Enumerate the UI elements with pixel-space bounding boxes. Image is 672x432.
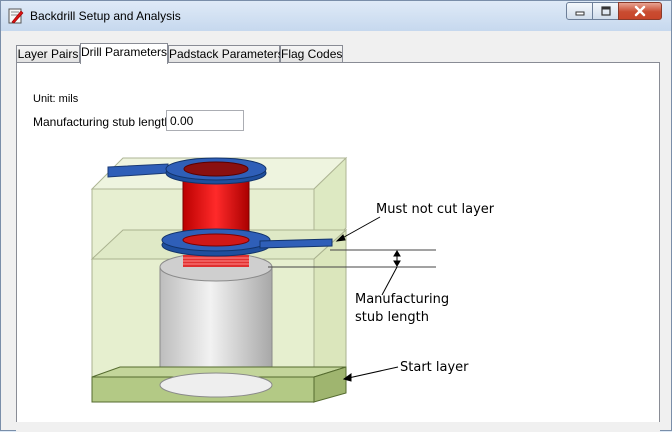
tab-padstack-parameters[interactable]: Padstack Parameters [168,45,284,63]
minimize-button[interactable] [566,2,593,20]
maximize-button[interactable] [592,2,619,20]
start-layer-label: Start layer [400,360,469,375]
tab-layer-pairs[interactable]: Layer Pairs [16,45,80,63]
title-bar[interactable]: Backdrill Setup and Analysis [1,1,671,31]
stub-length-label: Manufacturing stub length: [33,115,175,129]
drill-bottom-hole [159,372,273,398]
inner-pad [161,228,333,257]
stub-segment [183,255,249,267]
tab-drill-parameters[interactable]: Drill Parameters [80,43,168,64]
close-button[interactable] [618,2,662,20]
maximize-icon [600,6,611,16]
stub-length-callout-line2: stub length [355,310,429,325]
must-not-cut-label: Must not cut layer [376,202,494,217]
drill-parameters-panel: Unit: mils Manufacturing stub length: [16,62,660,432]
backdrill-app-icon [8,8,24,24]
callout-arrows [268,216,436,382]
stub-length-callout-line1: Manufacturing [355,292,449,307]
backdrill-diagram: Must not cut layer Manufacturing stub le… [90,155,494,407]
stub-length-input[interactable] [166,110,244,131]
bottom-edge [16,422,660,432]
close-icon [634,5,646,17]
window-title: Backdrill Setup and Analysis [30,9,181,23]
unit-label: Unit: mils [33,93,79,105]
top-pad [107,157,267,185]
minimize-icon [575,11,584,16]
tab-flag-codes[interactable]: Flag Codes [280,45,343,63]
start-layer-plane-side [313,366,347,403]
